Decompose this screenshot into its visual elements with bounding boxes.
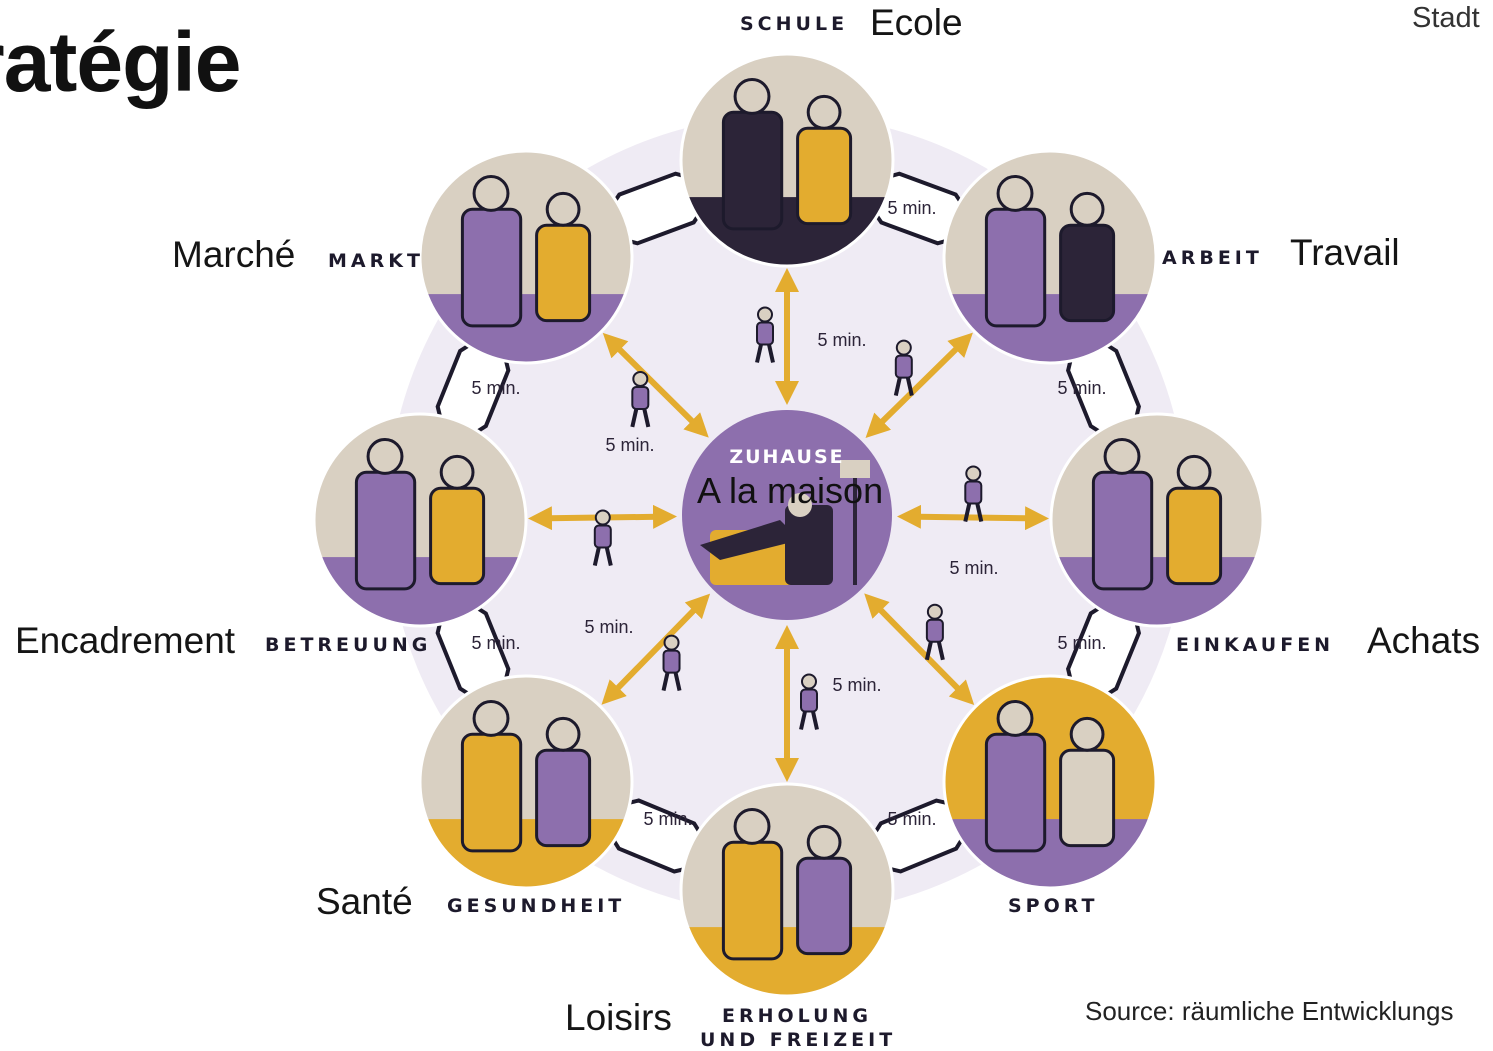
museum-visitors-illustration: [679, 782, 895, 998]
spoke-time-label: 5 min.: [584, 617, 633, 637]
corner-text: Stadt: [1412, 2, 1480, 34]
ring-time-label: 5 min.: [1057, 378, 1106, 398]
spoke-arrows: 5 min. 5 min. 5 min. 5 min. 5 min.: [527, 268, 1050, 782]
walker-icon: [799, 673, 819, 730]
spoke-arrow: [601, 593, 711, 705]
label-markt-fr: Marché: [172, 234, 296, 275]
pedestrian-icon: [661, 634, 682, 692]
label-schule-de: SCHULE: [740, 13, 849, 35]
home-node: [682, 410, 892, 620]
home-label-de: ZUHAUSE: [729, 446, 844, 468]
label-erholung-de-2: UND FREIZEIT: [700, 1029, 897, 1051]
ring-time-label: 5 min.: [887, 198, 936, 218]
parent-child-icon: [630, 370, 651, 428]
office-worker-illustration: [942, 149, 1158, 365]
label-markt-de: MARKT: [328, 250, 424, 272]
walker-icon: [893, 339, 914, 397]
label-einkaufen-fr: Achats: [1367, 620, 1481, 661]
home-label-fr: A la maison: [697, 470, 884, 511]
ring-time-label: 5 min.: [643, 809, 692, 829]
shopper-illustration: [1049, 412, 1265, 628]
runner-icon: [924, 603, 945, 661]
spoke-time-label: 5 min.: [605, 435, 654, 455]
spoke-arrow: [865, 332, 973, 438]
pedestrian-icon: [755, 306, 775, 363]
ring-time-label: 5 min.: [887, 809, 936, 829]
market-stall-illustration: [418, 149, 634, 365]
label-gesundheit-fr: Santé: [316, 881, 413, 922]
label-betreuung-de: BETREUUNG: [265, 634, 432, 656]
label-einkaufen-de: EINKAUFEN: [1176, 634, 1335, 656]
ring-time-label: 5 min.: [471, 378, 520, 398]
ring-time-label: 5 min.: [1057, 633, 1106, 653]
label-betreuung-fr: Encadrement: [15, 620, 236, 661]
slide-title: ratégie: [0, 15, 241, 109]
source-citation: Source: räumliche Entwicklungs: [1085, 996, 1454, 1026]
traveller-suitcase-icon: [963, 465, 984, 522]
label-gesundheit-de: GESUNDHEIT: [447, 895, 626, 917]
cyclist-icon: [592, 509, 613, 566]
label-erholung-de-1: ERHOLUNG: [722, 1005, 873, 1027]
label-sport-de: SPORT: [1008, 895, 1099, 917]
label-erholung-fr: Loisirs: [565, 997, 672, 1038]
jogger-illustration: [942, 674, 1158, 890]
spoke-arrow: [896, 504, 1050, 531]
label-schule-fr: Ecole: [870, 2, 963, 43]
spoke-time-label: 5 min.: [949, 558, 998, 578]
doctor-patient-illustration: [418, 674, 634, 890]
spoke-time-label: 5 min.: [832, 675, 881, 695]
ring-time-label: 5 min.: [471, 633, 520, 653]
label-arbeit-de: ARBEIT: [1162, 247, 1263, 269]
spoke-time-label: 5 min.: [817, 330, 866, 350]
spoke-arrow: [602, 332, 709, 438]
label-arbeit-fr: Travail: [1290, 232, 1400, 273]
spoke-arrow: [864, 593, 975, 706]
